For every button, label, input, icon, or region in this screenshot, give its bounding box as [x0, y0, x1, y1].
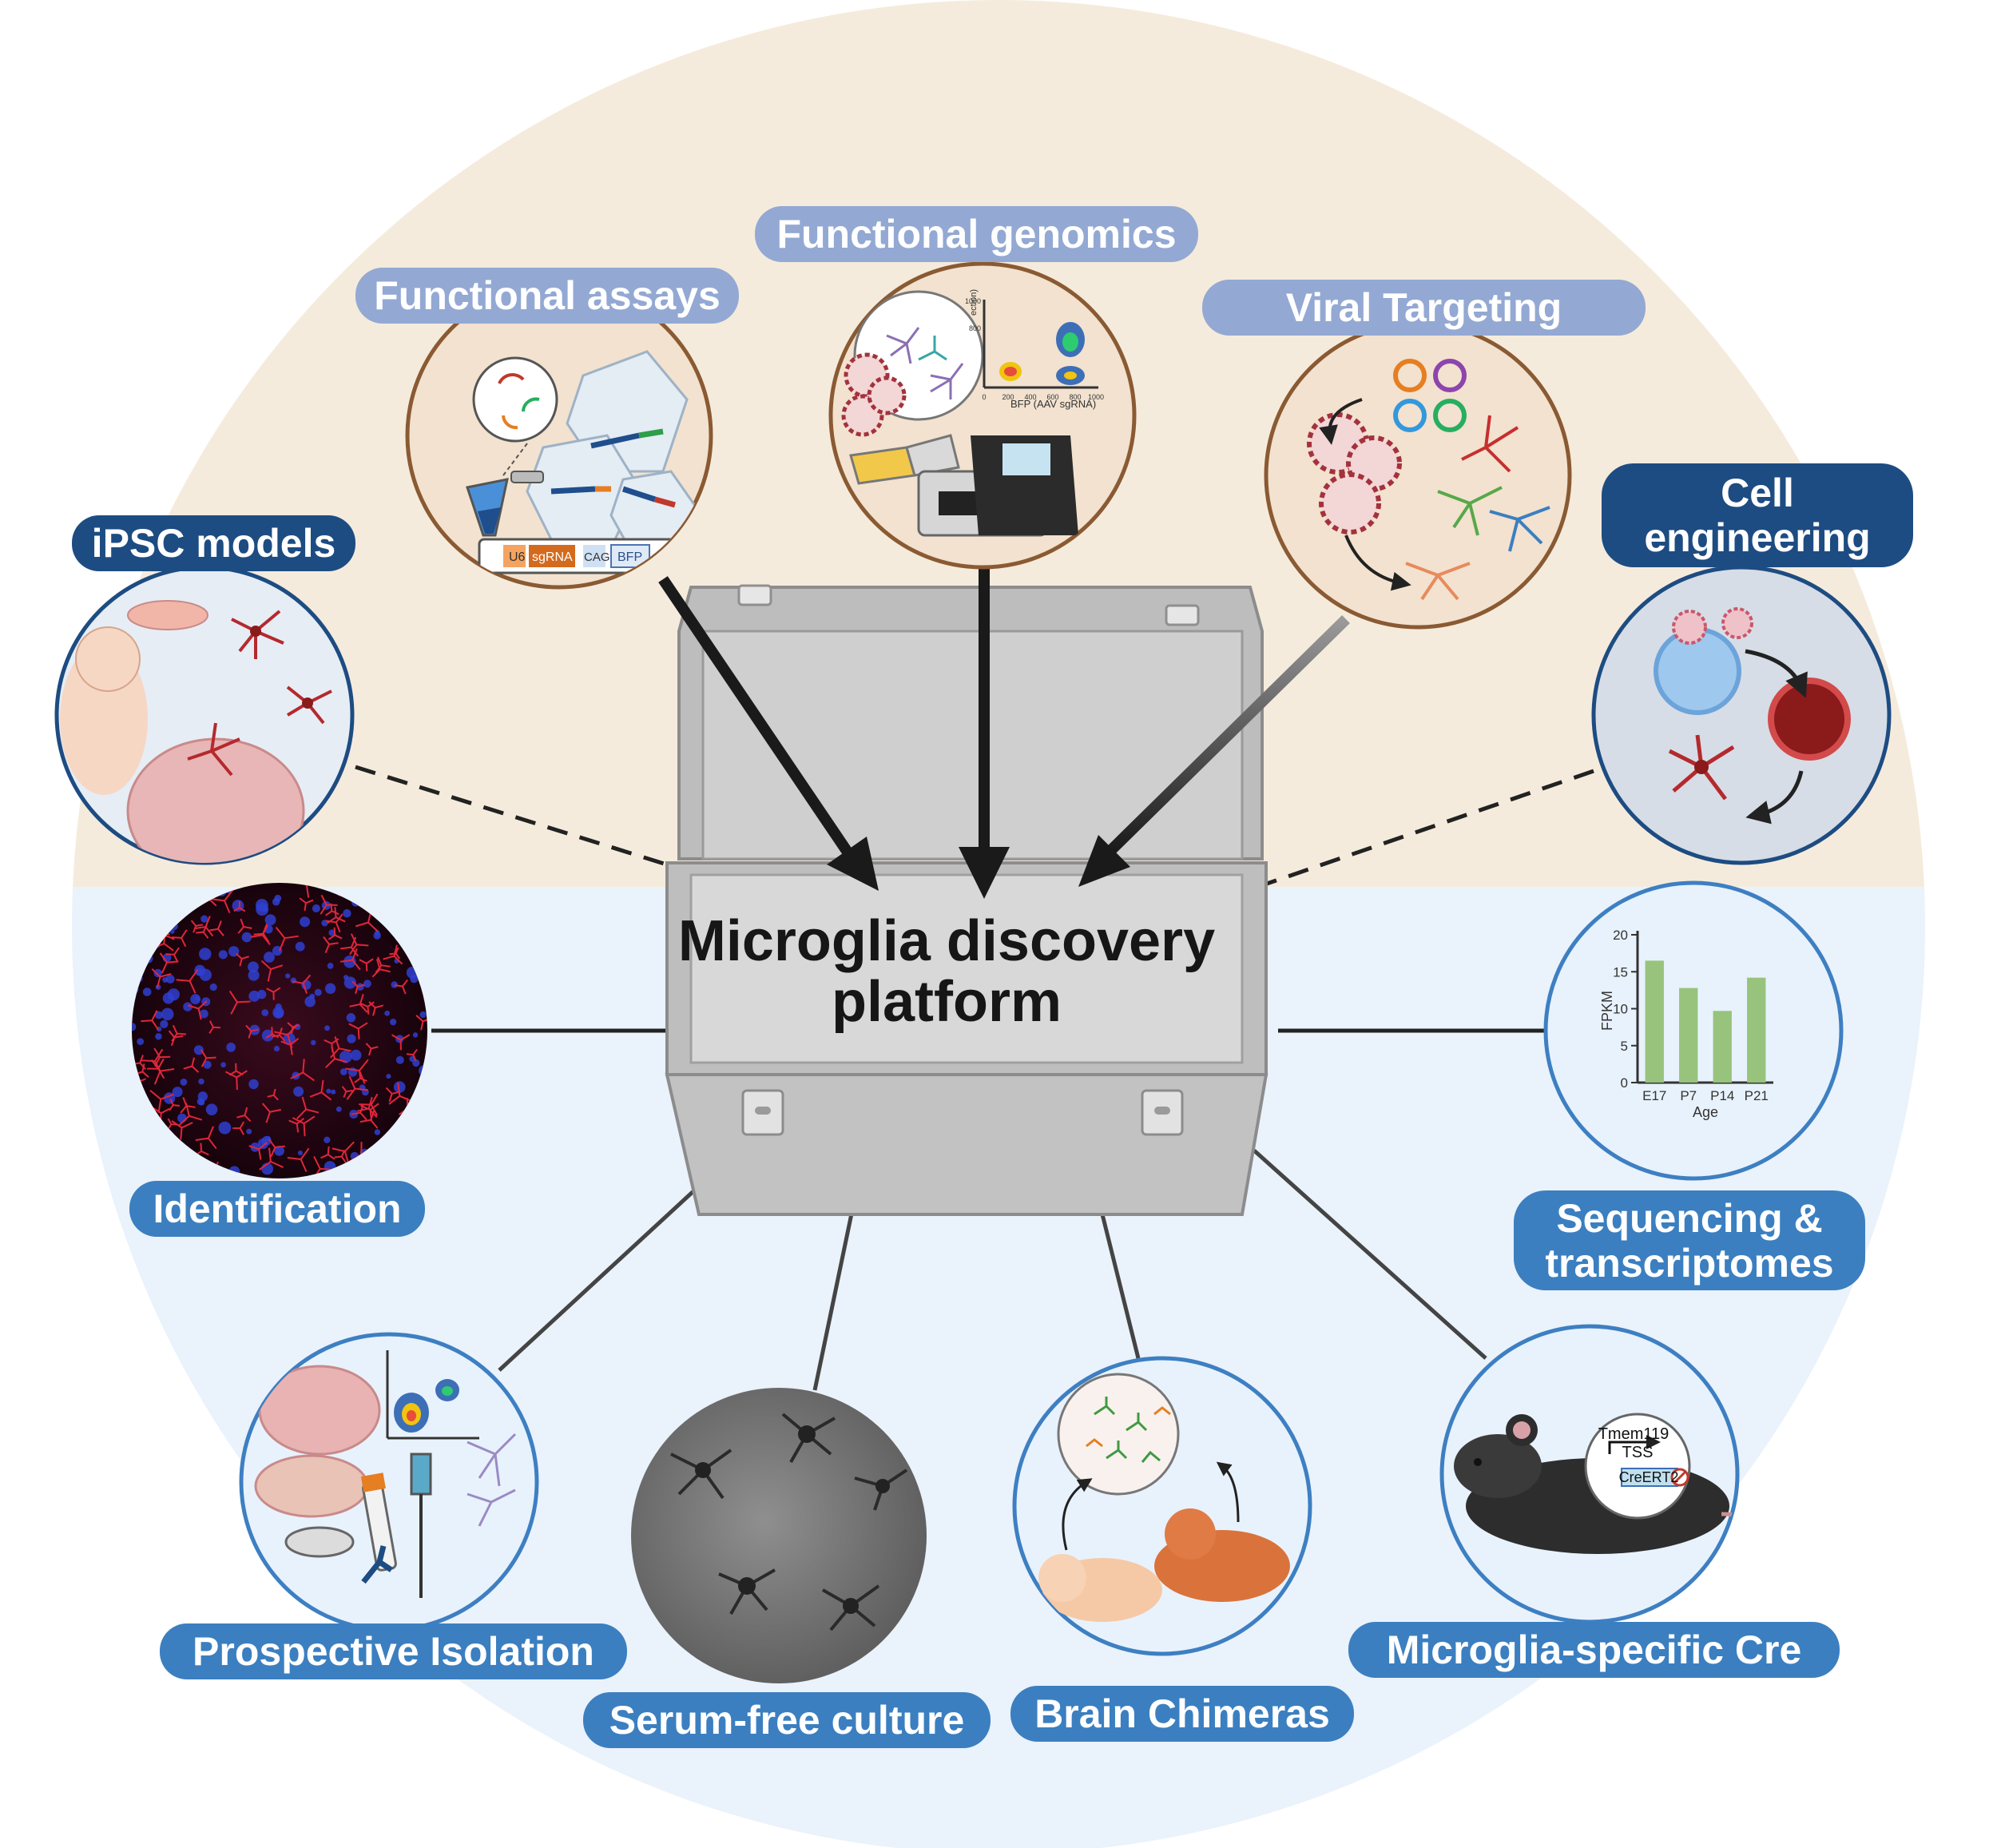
chart-bar-e17 — [1645, 960, 1664, 1083]
label-sequencing-line1: Sequencing & — [1556, 1195, 1823, 1241]
cre-gene-text: Tmem119 — [1598, 1425, 1669, 1443]
genomics-x-tick-2: 400 — [1024, 393, 1036, 401]
label-identification: Identification — [129, 1181, 425, 1237]
chart-bar-p7 — [1679, 988, 1698, 1083]
serum-free-culture-illustration — [631, 1388, 927, 1683]
prospective-isolation-illustration — [239, 1332, 539, 1632]
chart-y-tick-label: 20 — [1613, 928, 1628, 943]
sequencing-illustration: 0 5 10 15 20 E17 P7 P14 P21 FPKM Age — [1543, 880, 1844, 1181]
construct-bfp-text: BFP — [617, 550, 642, 564]
label-sequencing: Sequencing & transcriptomes — [1514, 1190, 1865, 1290]
label-sequencing-line2: transcriptomes — [1545, 1240, 1834, 1286]
chart-y-tick-label: 0 — [1621, 1075, 1628, 1091]
label-microglia-cre-text: Microglia-specific Cre — [1386, 1627, 1802, 1672]
toolbox — [665, 584, 1268, 1216]
center-title-line2: platform — [832, 970, 1062, 1035]
label-functional-assays: Functional assays — [355, 268, 739, 324]
label-brain-chimeras-text: Brain Chimeras — [1034, 1691, 1330, 1736]
label-serum-free-culture-text: Serum-free culture — [609, 1698, 965, 1743]
label-serum-free-culture: Serum-free culture — [583, 1692, 991, 1748]
viral-targeting-illustration — [1264, 321, 1572, 630]
fpkm-chart: 0 5 10 15 20 E17 P7 P14 P21 FPKM Age — [1599, 928, 1773, 1120]
label-microglia-cre: Microglia-specific Cre — [1348, 1622, 1840, 1678]
label-functional-assays-text: Functional assays — [374, 273, 721, 318]
genomics-y-tick-0: 800 — [969, 324, 981, 332]
construct-cag-text: CAG — [584, 550, 610, 564]
genomics-y-tick-1: 1000 — [965, 297, 981, 305]
label-identification-text: Identification — [153, 1186, 402, 1231]
construct-sgrna-text: sgRNA — [532, 550, 573, 564]
label-ipsc-models-text: iPSC models — [91, 521, 336, 566]
chart-bar-p14 — [1713, 1011, 1732, 1083]
label-prospective-isolation: Prospective Isolation — [160, 1623, 627, 1679]
label-viral-targeting-text: Viral Targeting — [1285, 285, 1562, 330]
connector-lines — [355, 765, 1594, 1391]
microglia-cre-illustration: Tmem119 TSS CreERT2 — [1439, 1324, 1740, 1624]
genomics-x-tick-4: 800 — [1069, 393, 1081, 401]
label-functional-genomics-text: Functional genomics — [776, 212, 1177, 256]
label-brain-chimeras: Brain Chimeras — [1010, 1686, 1354, 1742]
input-arrows — [658, 567, 1350, 899]
genomics-x-label: BFP (AAV sgRNA) — [1010, 398, 1096, 410]
genomics-x-tick-5: 1000 — [1088, 393, 1104, 401]
chart-x-tick-label: E17 — [1642, 1088, 1666, 1103]
chart-x-tick-label: P14 — [1710, 1088, 1734, 1103]
center-title: Microglia discovery platform — [643, 911, 1250, 1033]
chart-y-label: FPKM — [1599, 991, 1615, 1031]
construct-u6-text: U6 — [509, 550, 526, 564]
ipsc-models-illustration — [54, 565, 355, 865]
label-prospective-isolation-text: Prospective Isolation — [193, 1629, 594, 1674]
cell-engineering-illustration — [1591, 565, 1892, 865]
cre-cassette-text: CreERT2 — [1619, 1469, 1679, 1485]
cre-tss-text: TSS — [1622, 1444, 1654, 1461]
genomics-x-tick-3: 600 — [1046, 393, 1058, 401]
label-ipsc-models: iPSC models — [72, 515, 355, 571]
chart-x-label: Age — [1693, 1104, 1718, 1120]
genomics-x-tick-1: 200 — [1002, 393, 1014, 401]
functional-assays-illustration: U6 sgRNA CAG BFP — [405, 281, 713, 590]
brain-chimeras-illustration — [1012, 1356, 1312, 1656]
genomics-x-tick-0: 0 — [982, 393, 986, 401]
label-cell-engineering: Cell engineering — [1602, 463, 1913, 567]
functional-genomics-illustration: BFP (AAV sgRNA) 0 200 400 600 800 1000 8… — [828, 261, 1137, 570]
chart-y-tick-label: 10 — [1613, 1002, 1628, 1017]
label-cell-engineering-line1: Cell — [1721, 471, 1794, 515]
chart-x-tick-label: P7 — [1680, 1088, 1697, 1103]
chart-y-tick-label: 5 — [1621, 1039, 1628, 1054]
label-cell-engineering-line2: engineering — [1644, 515, 1871, 560]
chart-bar-p21 — [1747, 977, 1766, 1083]
genomics-y-label: ection) — [969, 289, 979, 316]
label-functional-genomics: Functional genomics — [755, 206, 1198, 262]
chart-y-tick-label: 15 — [1613, 964, 1628, 980]
center-title-line1: Microglia discovery — [677, 909, 1216, 973]
label-viral-targeting: Viral Targeting — [1202, 280, 1646, 336]
chart-x-tick-label: P21 — [1745, 1088, 1769, 1103]
